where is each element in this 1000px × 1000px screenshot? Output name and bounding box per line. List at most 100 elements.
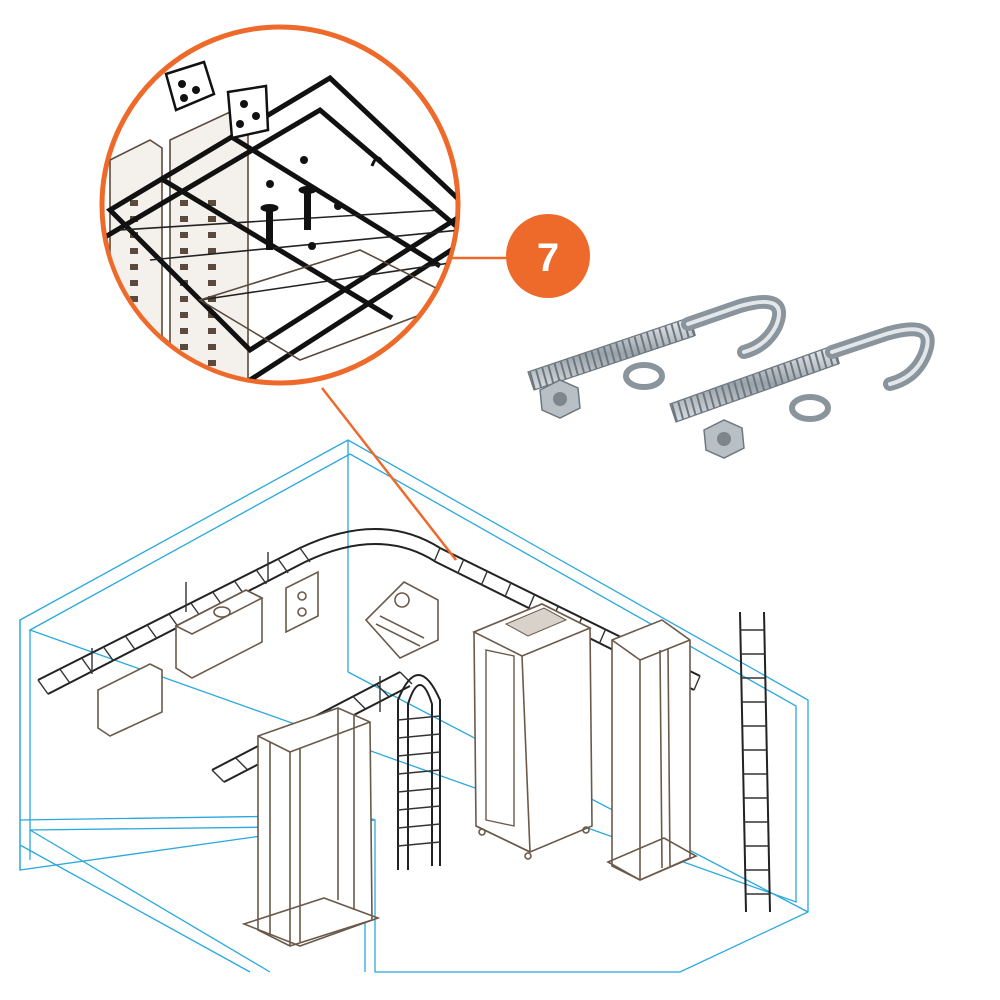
j-bolt-1 [527, 295, 787, 419]
ladder-rung [102, 646, 115, 662]
bolt-thread [783, 363, 791, 383]
mounting-hole [180, 312, 188, 318]
bolt-thread [627, 338, 635, 358]
bolt-thread [695, 394, 703, 414]
bolt-thread [609, 344, 616, 364]
vertical-ladder-right [739, 611, 771, 913]
bolt-thread [752, 374, 759, 394]
bolt-thread [553, 363, 561, 382]
ladder-rung [277, 558, 289, 574]
ladder-rung [81, 657, 93, 673]
ladder-rung [397, 769, 441, 775]
bolt-thread [808, 354, 816, 374]
bolt-thread [789, 361, 797, 380]
bolt-thread [676, 321, 684, 341]
mounting-hole [180, 264, 188, 270]
mounting-hole [130, 392, 138, 398]
ladder-rung [146, 624, 158, 640]
bolt-thread [529, 371, 536, 391]
ladder-rung [399, 671, 413, 685]
bolt-thread [820, 350, 828, 369]
ladder-rung [299, 547, 311, 563]
bolt-thread [615, 342, 623, 362]
mounting-hole [208, 200, 216, 206]
bolt-thread [776, 365, 784, 385]
bolt-thread [814, 352, 822, 371]
bolt-thread [572, 357, 580, 376]
ladder-rung [211, 769, 225, 783]
ladder-rung [598, 629, 607, 644]
ladder-rung [433, 547, 441, 563]
ladder-rung [37, 679, 49, 695]
ladder-rung [504, 582, 512, 598]
bolt-thread [584, 353, 592, 372]
ladder-rung [59, 668, 71, 684]
mounting-hole [130, 248, 138, 254]
mounting-hole [208, 376, 216, 381]
ladder-rung [397, 787, 441, 793]
bolt-thread [658, 328, 666, 347]
bolt-thread [683, 399, 691, 418]
bolt-thread [633, 336, 641, 355]
ladder-rung [235, 757, 248, 771]
bolt-thread [621, 340, 629, 360]
bolt-thread [559, 361, 567, 380]
mounting-hole [180, 200, 188, 206]
wall-mount-cabinet [97, 570, 439, 737]
mounting-hole [130, 296, 138, 302]
bolt-thread [758, 372, 766, 392]
mounting-hole [130, 344, 138, 350]
bolt-thread [602, 346, 610, 366]
mounting-hole [130, 360, 138, 366]
mounting-hole [180, 392, 188, 398]
ladder-rung [397, 751, 441, 757]
mounting-hole [130, 328, 138, 334]
mounting-hole [208, 280, 216, 286]
zoom-detail [99, 24, 461, 398]
bolt-thread [639, 334, 647, 353]
bolt-thread [652, 330, 660, 349]
bolt-thread [535, 369, 543, 389]
bolt-thread [565, 359, 573, 378]
bolt-thread [670, 323, 678, 343]
bolt-thread [770, 368, 778, 387]
bolt-thread [708, 390, 716, 409]
ladder-rung [124, 635, 136, 651]
bolt-thread [739, 379, 747, 398]
mounting-hole [180, 376, 188, 381]
mounting-hole [208, 232, 216, 238]
mounting-hole [180, 344, 188, 350]
ladder-rung [456, 559, 465, 574]
ladder-rung [397, 805, 441, 811]
ladder-rung [397, 715, 441, 721]
bolt-thread [702, 392, 710, 412]
ladder-rung [352, 696, 366, 709]
bolt-thread [745, 376, 753, 396]
open-frame-rack [241, 707, 381, 947]
bolt-thread [714, 388, 722, 407]
bolt-thread [720, 385, 728, 405]
ladder-rung [527, 594, 536, 609]
badge-circle [506, 214, 590, 298]
j-bolt-2 [669, 322, 935, 459]
bolt-thread [645, 332, 653, 351]
ladder-rung [255, 569, 267, 585]
mounting-hole [208, 360, 216, 366]
bolt-thread [677, 401, 685, 421]
bolt-thread [733, 381, 741, 400]
bolt-thread [764, 370, 772, 389]
bolt-thread [671, 403, 678, 423]
vertical-ladder-front [397, 674, 441, 870]
mounting-hole [130, 200, 138, 206]
mounting-hole [180, 216, 188, 222]
ladder-rung [693, 675, 701, 691]
ladder-rung [376, 683, 389, 697]
mounting-hole [130, 264, 138, 270]
j-bolt-kit-icon [527, 295, 935, 459]
mounting-hole [130, 376, 138, 381]
ladder-rung [397, 733, 441, 739]
mounting-hole [208, 344, 216, 350]
server-cabinet [472, 603, 593, 860]
